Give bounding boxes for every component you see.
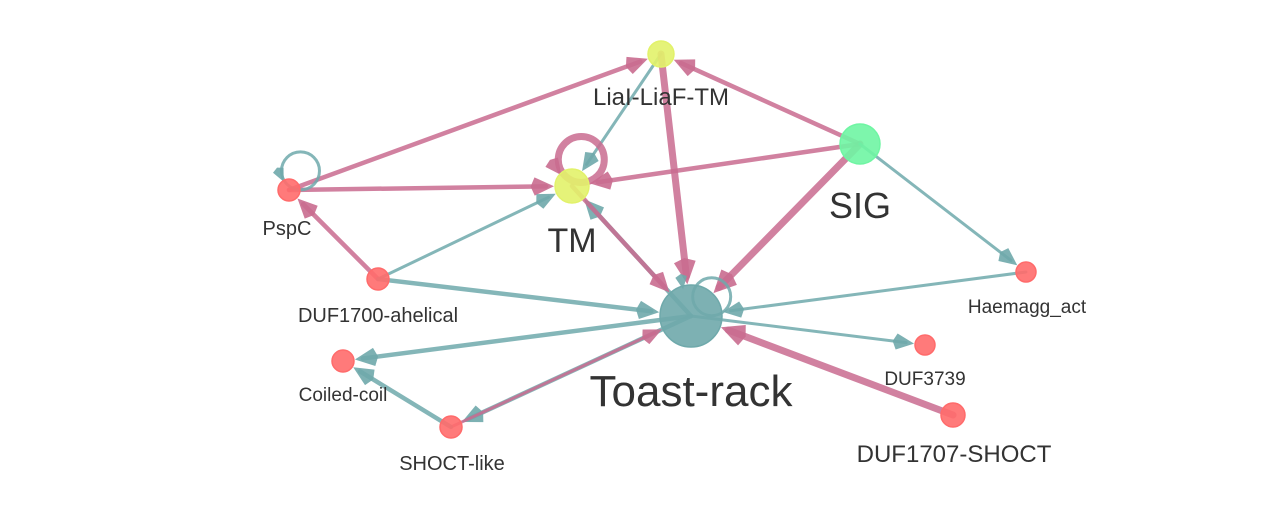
node-label-duf1707: DUF1707-SHOCT (857, 441, 1052, 468)
arrow-lial-to-toast (673, 257, 696, 285)
node-duf3739[interactable] (914, 334, 936, 356)
edge-pspc-to-tm (286, 184, 549, 193)
node-label-haemagg: Haemagg_act (968, 297, 1087, 318)
edge-shoct-to-coiled (357, 369, 454, 430)
arrow-lial-to-tm (582, 151, 599, 172)
arrow-toast-to-coiled (354, 347, 379, 367)
arrow-shoct-to-toast (642, 329, 662, 345)
edge-sig-to-toast (715, 140, 864, 291)
edge-sig-to-tm (595, 141, 863, 185)
node-pspc[interactable] (277, 178, 301, 202)
node-shoct[interactable] (439, 415, 463, 439)
edge-toast-to-duf3739 (689, 314, 908, 345)
edge-pspc-to-lial (286, 59, 643, 193)
arrow-haemagg-to-toast (722, 301, 745, 318)
arrow-sig-to-lial (673, 59, 696, 77)
node-sig[interactable] (839, 123, 881, 165)
arrow-duf1700-to-pspc (297, 198, 318, 219)
node-label-duf3739: DUF3739 (884, 369, 965, 390)
arrow-sig-to-tm (589, 171, 613, 190)
arrow-pspc-to-tm (530, 177, 555, 196)
edge-sig-to-lial (678, 60, 863, 147)
node-lial[interactable] (647, 40, 675, 68)
node-duf1700[interactable] (366, 267, 390, 291)
edge-duf1700-to-pspc (300, 201, 381, 282)
node-label-lial: LiaI-LiaF-TM (593, 84, 729, 111)
node-label-sig: SIG (829, 185, 891, 226)
edge-shoct-to-toast (449, 331, 657, 429)
labels-layer: Toast-rack SIG TM LiaI-LiaF-TM PspC DUF1700-a… (263, 84, 1087, 475)
node-coiled[interactable] (331, 349, 355, 373)
edge-duf1700-to-toast (375, 276, 654, 314)
edge-tm-to-toast (569, 183, 667, 289)
node-duf1707[interactable] (940, 402, 966, 428)
node-label-shoct: SHOCT-like (399, 453, 505, 475)
node-tm[interactable] (554, 168, 590, 204)
node-toast[interactable] (659, 284, 723, 348)
nodes-layer (277, 40, 1037, 439)
edge-duf1700-to-tm (376, 195, 551, 281)
edge-haemagg-to-toast (729, 270, 1028, 313)
edge-duf1707-to-toast (724, 326, 957, 419)
arrow-shoct-to-coiled (353, 367, 375, 386)
arrow-duf1700-to-toast (635, 300, 660, 320)
edges-layer (273, 50, 1028, 430)
node-label-tm: TM (547, 222, 596, 260)
edge-lial-to-toast (657, 50, 690, 280)
arrow-toast-to-duf3739 (892, 333, 915, 350)
arrow-tm-to-toast (649, 271, 670, 293)
node-label-duf1700: DUF1700-ahelical (298, 305, 458, 327)
arrow-sig-to-haemagg (998, 248, 1018, 266)
node-label-pspc: PspC (263, 218, 312, 240)
self-loop-arrow-tm (545, 157, 562, 176)
arrow-pspc-to-lial (625, 56, 648, 75)
edge-sig-to-haemagg (858, 142, 1013, 262)
arrow-duf1707-to-toast (720, 325, 746, 346)
arrow-duf1700-to-tm (536, 193, 556, 209)
edge-toast-to-coiled (360, 313, 694, 361)
node-haemagg[interactable] (1015, 261, 1037, 283)
self-loop-arrow-pspc (273, 167, 284, 182)
node-label-coiled: Coiled-coil (299, 385, 388, 406)
node-label-toast: Toast-rack (590, 367, 794, 416)
